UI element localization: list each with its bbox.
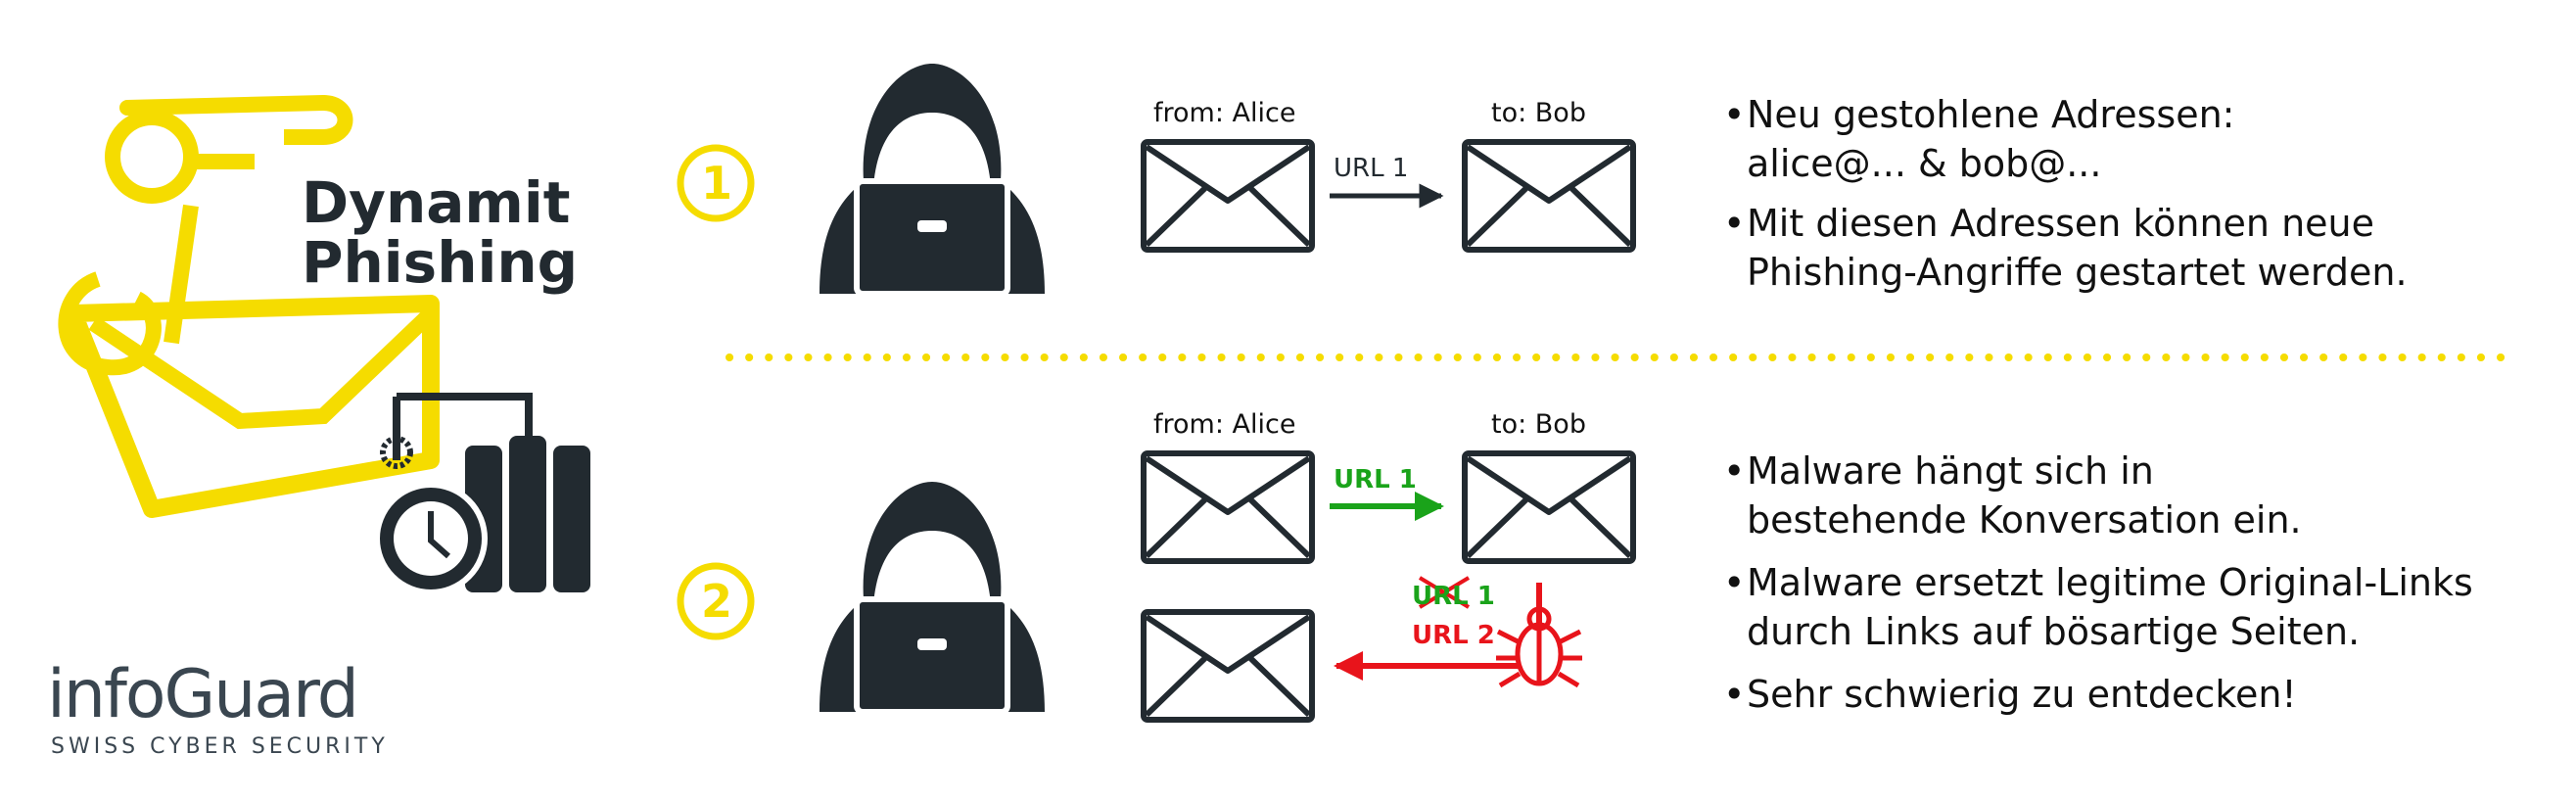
cross-line-b xyxy=(1418,576,1471,609)
url-label-1: URL 1 xyxy=(1334,154,1409,183)
title-line-2: Phishing xyxy=(302,229,579,296)
envelope-alice-1 xyxy=(1144,142,1312,250)
envelope-reply xyxy=(1144,612,1312,720)
hacker-icon-1 xyxy=(820,64,1045,294)
dynamite-icon xyxy=(374,393,590,595)
envelope-bob-2 xyxy=(1465,453,1633,561)
envelope-alice-2 xyxy=(1144,453,1312,561)
to-label-2: to: Bob xyxy=(1491,409,1586,440)
url-label-green: URL 1 xyxy=(1334,465,1417,495)
brand-logo: infoGuard xyxy=(47,656,359,733)
url-label-red: URL 2 xyxy=(1412,621,1495,650)
bullet-2-1: •Malware hängt sich in xyxy=(1723,449,2154,493)
envelope-yellow-icon xyxy=(65,295,440,518)
bullet-1-2-cont: Phishing-Angriffe gestartet werden. xyxy=(1747,251,2408,294)
hook-icon xyxy=(58,95,353,376)
bullet-1-1-cont: alice@... & bob@... xyxy=(1747,142,2102,185)
envelope-bob-1 xyxy=(1465,142,1633,250)
bullet-2-2-cont: durch Links auf bösartige Seiten. xyxy=(1747,610,2361,653)
bullet-2-2: •Malware ersetzt legitime Original-Links xyxy=(1723,561,2473,604)
bug-icon xyxy=(1496,606,1582,688)
title-line-1: Dynamit xyxy=(302,169,571,236)
step-number-1: 1 xyxy=(701,157,733,210)
from-label-2: from: Alice xyxy=(1153,409,1296,440)
brand-tagline: SWISS CYBER SECURITY xyxy=(51,734,389,759)
url-label-crossed: URL 1 xyxy=(1412,582,1495,611)
to-label-1: to: Bob xyxy=(1491,98,1586,128)
from-label-1: from: Alice xyxy=(1153,98,1296,128)
bullet-2-1-cont: bestehende Konversation ein. xyxy=(1747,498,2302,542)
bullet-1-1: •Neu gestohlene Adressen: xyxy=(1723,93,2235,136)
number-circle-1 xyxy=(677,144,755,222)
hacker-icon-2 xyxy=(820,482,1045,712)
number-circle-2 xyxy=(677,562,755,640)
bullet-1-2: •Mit diesen Adressen können neue xyxy=(1723,202,2375,245)
bullet-2-3: •Sehr schwierig zu entdecken! xyxy=(1723,673,2297,716)
step-number-2: 2 xyxy=(701,575,733,628)
